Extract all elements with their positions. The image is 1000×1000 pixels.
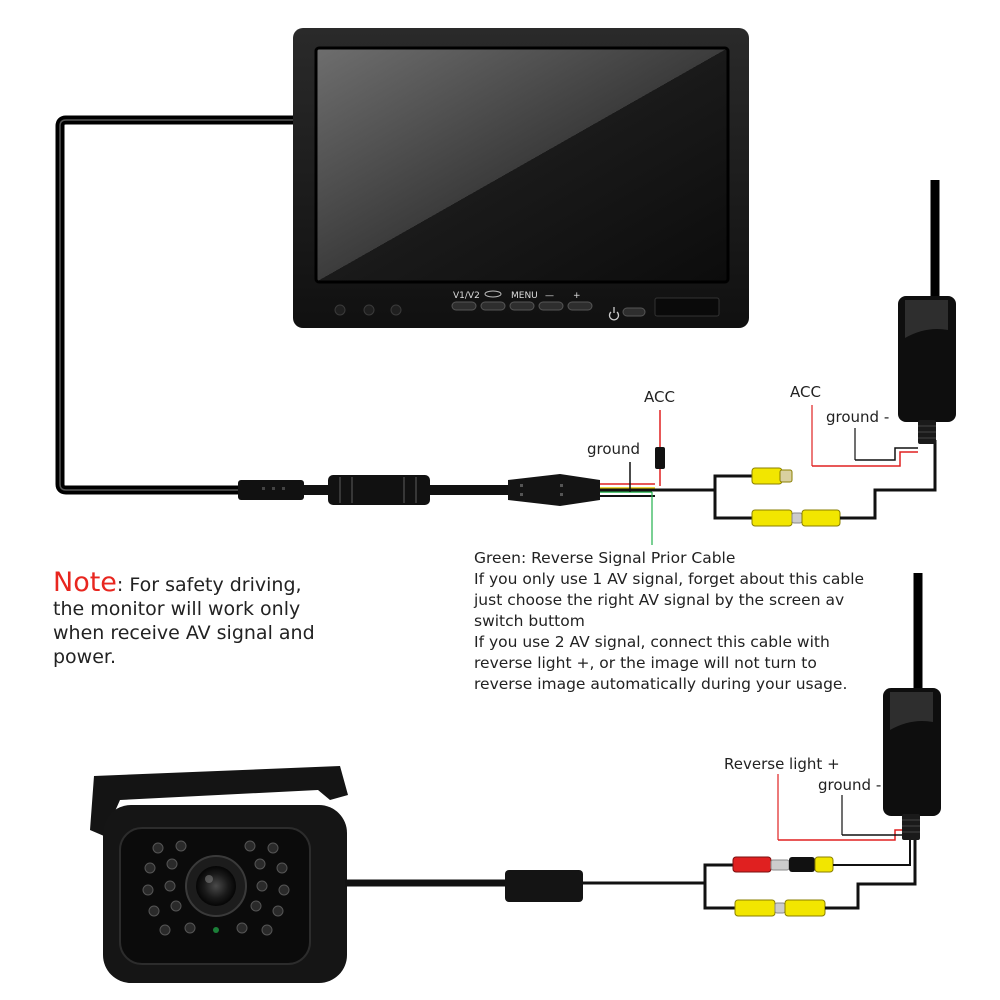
receiver-highlight — [905, 300, 948, 338]
ir-sensor-window — [654, 297, 720, 317]
info-line: just choose the right AV signal by the s… — [474, 591, 845, 609]
ir-led-ring — [142, 840, 290, 936]
camera-av-split — [703, 863, 735, 910]
camera-rca-to-transmitter — [825, 838, 917, 910]
cable-splitter — [508, 474, 600, 506]
green-cable-info: Green: Reverse Signal Prior Cable If you… — [474, 548, 894, 695]
camera-status-led — [213, 927, 219, 933]
ground-label-camera: ground - — [818, 776, 881, 794]
ground-label-monitor: ground — [587, 440, 640, 458]
note-line-2: the monitor will work only — [53, 598, 301, 620]
info-line: switch buttom — [474, 612, 585, 630]
monitor-dot-2 — [363, 304, 375, 316]
plus-label: + — [573, 291, 581, 301]
mode-icon — [484, 290, 502, 298]
note-colon: : — [116, 574, 124, 596]
splitter-wires — [600, 483, 715, 497]
receiver-to-upper-rca — [785, 444, 927, 486]
transmitter-strain-relief — [902, 814, 920, 840]
rca-connector-lower — [751, 509, 841, 527]
power-button[interactable] — [622, 307, 646, 317]
camera-bracket — [90, 766, 348, 836]
menu-label: MENU — [511, 291, 538, 301]
note-title: Note — [53, 567, 117, 598]
transmitter-highlight — [890, 692, 933, 730]
av-split-wires — [713, 474, 755, 520]
note-line-4: power. — [53, 646, 117, 668]
note-line-3: when receive AV signal and — [53, 622, 315, 644]
minus-button[interactable] — [538, 301, 564, 311]
rca-connector-camera — [734, 899, 826, 917]
plus-button[interactable] — [567, 301, 593, 311]
camera-lens — [196, 866, 236, 906]
power-connector-camera — [732, 856, 834, 873]
camera-cable-connector — [505, 870, 583, 902]
info-line: If you use 2 AV signal, connect this cab… — [474, 633, 830, 651]
camera-lens-glint — [205, 875, 213, 883]
monitor-screen-edge — [314, 46, 730, 284]
camera-power-to-transmitter — [833, 838, 911, 866]
v1v2-button[interactable] — [451, 301, 477, 311]
mode-button[interactable] — [480, 301, 506, 311]
transmitter-strain-ribs — [902, 819, 920, 833]
rca-connector-upper — [751, 467, 793, 485]
rca-lower-to-receiver — [840, 440, 937, 520]
monitor: V1/V2 MENU — + — [293, 28, 749, 328]
note-line-1: For safety driving, — [123, 574, 302, 596]
v1v2-label: V1/V2 — [453, 291, 480, 301]
info-line: reverse light +, or the image will not t… — [474, 654, 817, 672]
info-line: Green: Reverse Signal Prior Cable — [474, 549, 736, 567]
monitor-dot-1 — [334, 304, 346, 316]
cable-connector-1 — [238, 480, 304, 500]
cable-connector-2 — [328, 475, 430, 505]
cable-connector-1-grip — [262, 487, 285, 490]
splitter-dots — [520, 484, 563, 496]
monitor-screen — [316, 48, 728, 282]
acc-wire-transmitter — [812, 451, 918, 467]
acc-fuse-holder — [655, 447, 665, 469]
receiver-strain-ribs — [918, 425, 936, 439]
menu-button[interactable] — [509, 301, 535, 311]
minus-label: — — [545, 291, 554, 301]
reverse-light-label: Reverse light + — [724, 755, 840, 773]
monitor-cable — [55, 115, 510, 495]
acc-label-transmitter: ACC — [790, 383, 821, 401]
power-icon[interactable] — [608, 307, 620, 321]
ground-wire-transmitter — [855, 447, 918, 461]
info-line: If you only use 1 AV signal, forget abou… — [474, 570, 865, 588]
monitor-dot-3 — [390, 304, 402, 316]
cable-connector-2-ribs — [339, 477, 417, 503]
ground-label-transmitter: ground - — [826, 408, 889, 426]
safety-note: Note: For safety driving, the monitor wi… — [53, 569, 353, 669]
info-line: reverse image automatically during your … — [474, 675, 848, 693]
acc-label-monitor: ACC — [644, 388, 675, 406]
